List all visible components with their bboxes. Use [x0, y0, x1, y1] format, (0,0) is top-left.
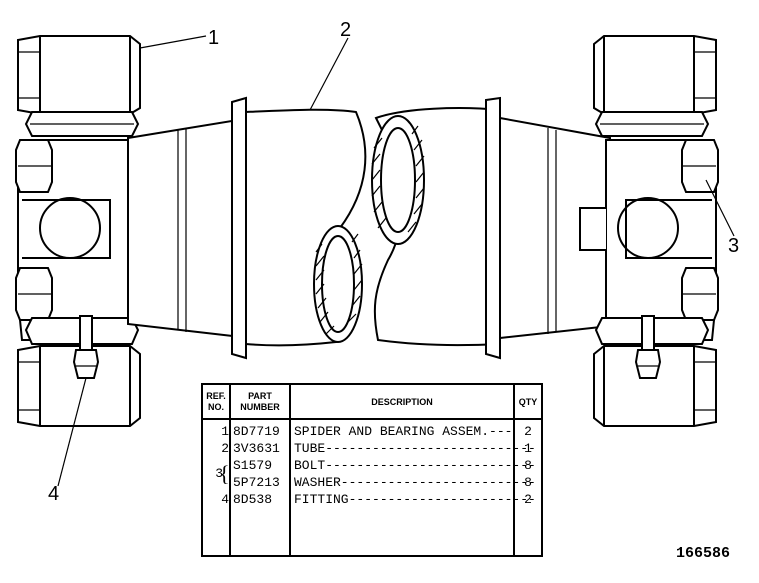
callout-4: 4: [48, 483, 59, 505]
right-tube-section: [371, 96, 501, 360]
ref-no: 4: [221, 492, 229, 507]
callout-2: 2: [340, 19, 351, 41]
column-divider: [289, 385, 291, 555]
description: SPIDER AND BEARING ASSEM.---: [294, 424, 513, 439]
header-divider: [203, 418, 541, 420]
quantity: 2: [524, 424, 532, 439]
drawing-number: 166586: [676, 545, 730, 562]
column-divider: [513, 385, 515, 555]
left-tube-section: [231, 96, 367, 360]
parts-table-rows: 1 8D7719 SPIDER AND BEARING ASSEM.--- 2 …: [203, 423, 541, 508]
description: WASHER-------------------------: [294, 475, 536, 490]
ref-no: 3: [215, 466, 223, 481]
ref-no: 1: [221, 424, 229, 439]
callout-leaders: [57, 35, 735, 487]
header-ref-no: REF. NO.: [206, 391, 226, 412]
part-number: 8D538: [233, 492, 273, 507]
quantity: 1: [524, 441, 532, 456]
table-row: 4 8D538 FITTING------------------------ …: [203, 491, 541, 508]
part-number: 8D7719: [233, 424, 280, 439]
header-part-number: PART NUMBER: [240, 391, 280, 412]
callout-1: 1: [208, 27, 219, 49]
description: FITTING------------------------: [294, 492, 536, 507]
callout-3: 3: [728, 235, 739, 257]
quantity: 8: [524, 475, 532, 490]
part-number: 3V3631: [233, 441, 280, 456]
group-brace: {: [219, 461, 230, 486]
table-row: 2 3V3631 TUBE---------------------------…: [203, 440, 541, 457]
ref-no: 2: [221, 441, 229, 456]
parts-table: REF. NO. PART NUMBER DESCRIPTION QTY 1 8…: [201, 383, 543, 557]
column-divider: [229, 385, 231, 555]
header-description: DESCRIPTION: [371, 396, 433, 407]
quantity: 8: [524, 458, 532, 473]
table-row: 3 { S1579 BOLT--------------------------…: [203, 457, 541, 486]
table-row: 5P7213 WASHER------------------------- 8: [203, 474, 541, 491]
table-row: 1 8D7719 SPIDER AND BEARING ASSEM.--- 2: [203, 423, 541, 440]
header-qty: QTY: [518, 396, 538, 407]
description: BOLT---------------------------: [294, 458, 536, 473]
description: TUBE---------------------------: [294, 441, 536, 456]
part-number: 5P7213: [233, 475, 280, 490]
right-yoke-assembly: [579, 35, 719, 427]
quantity: 2: [524, 492, 532, 507]
left-yoke-assembly: [15, 35, 156, 427]
part-number: S1579: [233, 458, 273, 473]
